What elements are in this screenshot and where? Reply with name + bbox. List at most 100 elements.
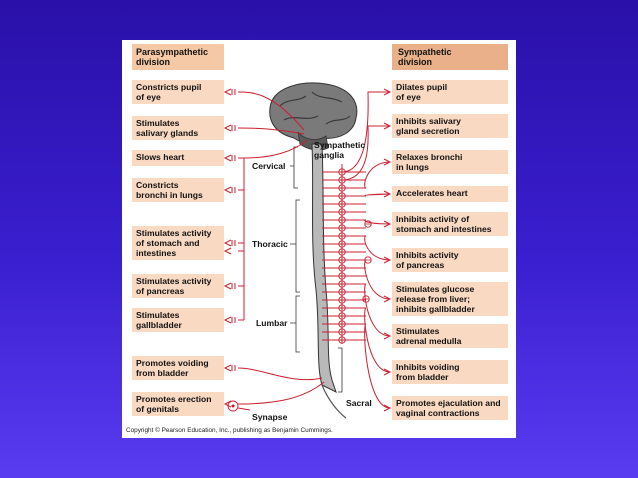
arrowhead xyxy=(223,88,232,96)
parasympathetic-nerve xyxy=(237,127,305,135)
arrowhead xyxy=(223,282,232,290)
ganglion-icon xyxy=(338,192,346,200)
ganglion-icon xyxy=(338,304,346,312)
sympathetic-effect: Accelerates heart xyxy=(392,186,508,202)
postganglionic-fiber xyxy=(364,235,391,261)
postganglionic-fiber xyxy=(341,125,390,181)
arrowhead xyxy=(383,404,392,412)
sympathetic-effect: Dilates pupil of eye xyxy=(392,80,508,104)
postganglionic-fiber xyxy=(364,307,391,373)
sympathetic-header: Sympathetic division xyxy=(392,44,508,70)
arrowhead xyxy=(383,122,392,130)
vagus-nerve xyxy=(243,139,309,320)
copyright-notice: Copyright © Pearson Education, Inc., pub… xyxy=(126,427,333,434)
arrowhead xyxy=(383,332,392,340)
sympathetic-effect: Relaxes bronchi in lungs xyxy=(392,150,508,174)
parasympathetic-effect: Constricts bronchi in lungs xyxy=(132,178,224,202)
parasympathetic-effect: Stimulates salivary glands xyxy=(132,116,224,140)
arrowhead xyxy=(383,190,392,198)
parasympathetic-effect: Stimulates activity of pancreas xyxy=(132,274,224,298)
synapse-mark xyxy=(231,89,236,95)
ganglion-icon xyxy=(364,256,372,264)
parasympathetic-effect: Constricts pupil of eye xyxy=(132,80,224,104)
cervical-label: Cervical xyxy=(252,161,286,171)
ganglion-icon xyxy=(338,280,346,288)
arrowhead xyxy=(383,256,392,264)
ganglion-icon xyxy=(338,312,346,320)
diagram-panel: Parasympathetic division Sympathetic div… xyxy=(122,40,516,438)
parasympathetic-nerve xyxy=(237,91,305,131)
ganglion-icon xyxy=(338,328,346,336)
postganglionic-fiber xyxy=(364,219,391,225)
sympathetic-effect: Inhibits activity of pancreas xyxy=(392,248,508,272)
ganglion-icon xyxy=(338,208,346,216)
sympathetic-effect: Stimulates adrenal medulla xyxy=(392,324,508,348)
synapse-mark xyxy=(231,283,236,289)
ganglion-icon xyxy=(338,248,346,256)
ganglion-icon xyxy=(338,200,346,208)
parasympathetic-header: Parasympathetic division xyxy=(132,44,224,70)
ganglion-icon xyxy=(338,184,346,192)
ganglion-icon xyxy=(338,232,346,240)
arrowhead xyxy=(383,295,392,303)
parasympathetic-effect: Stimulates gallbladder xyxy=(132,308,224,332)
arrowhead xyxy=(223,239,232,247)
parasympathetic-effect: Stimulates activity of stomach and intes… xyxy=(132,226,224,260)
ganglion-icon xyxy=(338,320,346,328)
arrowhead xyxy=(383,158,392,166)
postganglionic-fiber xyxy=(341,91,390,173)
arrowhead xyxy=(223,316,232,324)
sympathetic-effect: Stimulates glucose release from liver; i… xyxy=(392,282,508,316)
parasympathetic-effect: Promotes voiding from bladder xyxy=(132,356,224,380)
ganglion-icon xyxy=(338,264,346,272)
synapse-label: Synapse xyxy=(252,412,288,422)
arrowhead xyxy=(223,364,232,372)
sympathetic-ganglia-label: Sympathetic ganglia xyxy=(314,140,366,160)
sympathetic-effect: Inhibits voiding from bladder xyxy=(392,360,508,384)
arrowhead xyxy=(383,88,392,96)
ganglion-icon xyxy=(338,296,346,304)
ganglion-icon xyxy=(338,272,346,280)
ganglion-icon xyxy=(338,240,346,248)
synapse-mark xyxy=(231,155,236,161)
synapse-mark xyxy=(231,187,236,193)
arrowhead xyxy=(223,124,232,132)
nerve-pathways xyxy=(223,88,392,412)
postganglionic-fiber xyxy=(364,283,391,337)
synapse-mark xyxy=(231,240,236,246)
ganglion-icon xyxy=(362,295,370,303)
parasympathetic-effect: Slows heart xyxy=(132,150,224,166)
pelvic-nerve xyxy=(237,367,323,381)
sympathetic-effect: Promotes ejaculation and vaginal contrac… xyxy=(392,396,508,420)
postganglionic-fiber xyxy=(364,193,391,197)
thoracic-label: Thoracic xyxy=(252,239,288,249)
ganglion-icon xyxy=(338,216,346,224)
postganglionic-fiber xyxy=(364,161,391,189)
synapse-pointer xyxy=(237,407,251,411)
ganglion-icon xyxy=(338,256,346,264)
ganglion-icon xyxy=(338,224,346,232)
arrowhead xyxy=(223,154,232,162)
arrowhead xyxy=(223,400,232,408)
arrowhead xyxy=(223,186,232,194)
lumbar-label: Lumbar xyxy=(256,318,288,328)
pelvic-nerve xyxy=(237,381,325,405)
ganglion-icon xyxy=(338,336,346,344)
postganglionic-fiber xyxy=(364,259,391,300)
arrowhead xyxy=(223,247,232,255)
ganglion-icon xyxy=(364,220,372,228)
synapse-dot xyxy=(231,404,235,408)
ganglion-icon xyxy=(338,288,346,296)
sympathetic-effect: Inhibits salivary gland secretion xyxy=(392,114,508,138)
arrowhead xyxy=(383,368,392,376)
synapse-mark xyxy=(231,125,236,131)
arrowhead xyxy=(383,220,392,228)
synapse-mark xyxy=(231,317,236,323)
sacral-label: Sacral xyxy=(346,398,372,408)
brain-spinal-cord xyxy=(269,82,358,419)
sympathetic-effect: Inhibits activity of stomach and intesti… xyxy=(392,212,508,236)
parasympathetic-effect: Promotes erection of genitals xyxy=(132,392,224,416)
postganglionic-fiber xyxy=(364,323,391,409)
autonomic-nervous-system-diagram xyxy=(223,82,392,419)
synapse-mark xyxy=(231,365,236,371)
